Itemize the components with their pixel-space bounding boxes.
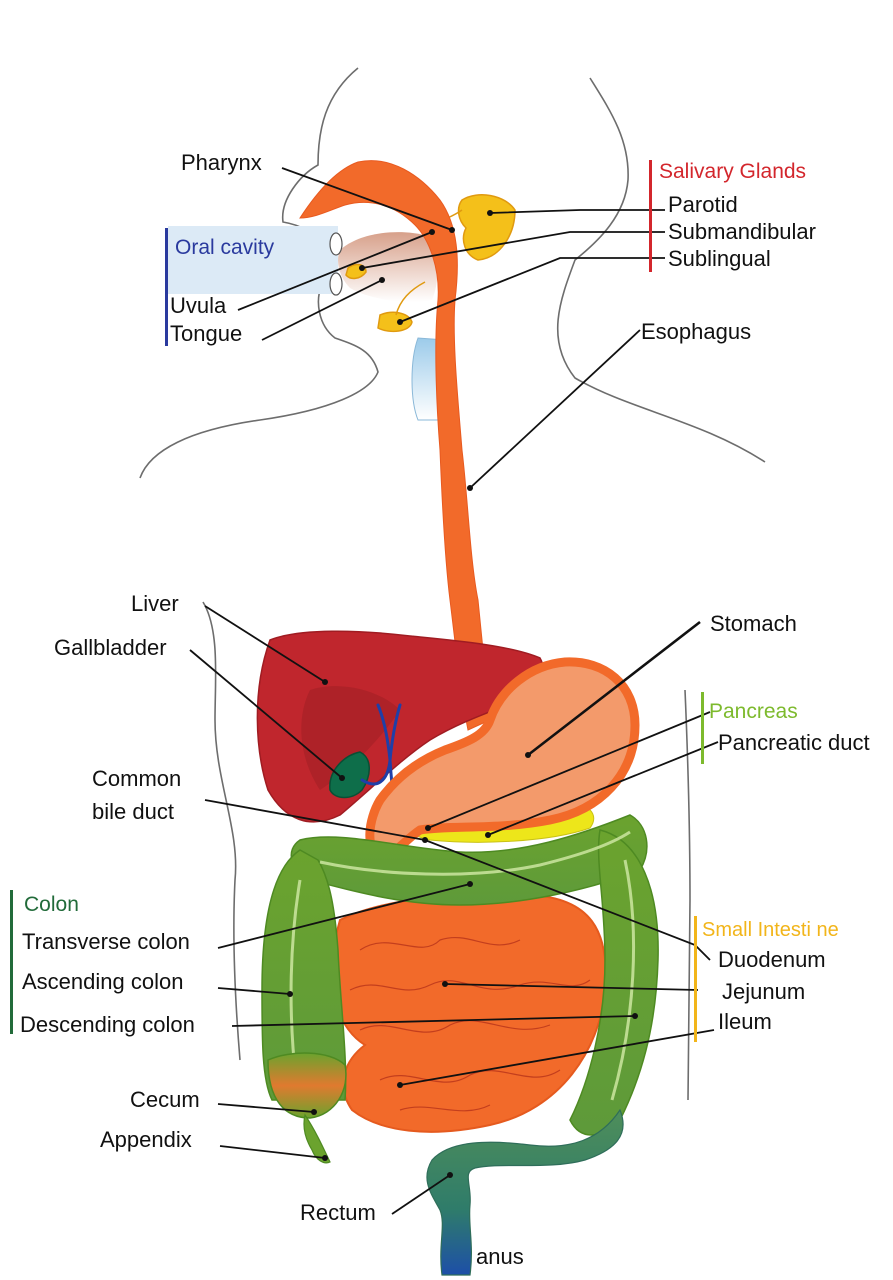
common-bile-duct-label-line1: Common <box>92 766 182 791</box>
stomach-label: Stomach <box>710 611 797 636</box>
liver-label: Liver <box>131 591 179 616</box>
tongue-label: Tongue <box>170 321 243 346</box>
jejunum-label: Jejunum <box>722 979 806 1004</box>
pancreatic-duct-label: Pancreatic duct <box>718 730 870 755</box>
ascending-colon-label: Ascending colon <box>22 969 184 994</box>
oral-cavity-group-bar <box>165 228 168 346</box>
transverse-colon-label: Transverse colon <box>22 929 190 954</box>
pharynx-label: Pharynx <box>181 150 262 175</box>
colon-group-label: Colon <box>24 893 79 916</box>
ileum-label: Ileum <box>718 1009 772 1034</box>
gallbladder <box>329 751 370 799</box>
leader-dots <box>287 210 638 1178</box>
small-intestine <box>329 892 607 1133</box>
salivary-group-bar <box>649 160 652 272</box>
cecum-label: Cecum <box>130 1087 200 1112</box>
small-intestine-group-bar <box>694 916 697 1042</box>
parotid-label: Parotid <box>668 192 738 217</box>
pancreas-group-bar <box>701 692 704 764</box>
pancreas-group-label: Pancreas <box>709 700 798 723</box>
anus-label: anus <box>476 1244 524 1269</box>
descending-colon-label: Descending colon <box>20 1012 195 1037</box>
small-intestine-group-label: Small Intesti ne <box>702 919 839 941</box>
stomach <box>365 657 640 863</box>
submandibular-label: Submandibular <box>668 219 816 244</box>
colon-group-bar <box>10 890 13 1034</box>
submandibular-gland <box>377 311 413 333</box>
common-bile-duct-label-line2: bile duct <box>92 799 174 824</box>
leader-lines <box>189 167 719 1215</box>
lower-lip <box>329 272 343 296</box>
gallbladder-label: Gallbladder <box>54 635 167 660</box>
tongue <box>338 232 438 302</box>
esophagus-label: Esophagus <box>641 319 752 344</box>
appendix <box>303 1113 331 1164</box>
sigmoid-rectum <box>426 1108 624 1276</box>
rectum-label: Rectum <box>300 1200 376 1225</box>
duodenum-label: Duodenum <box>718 947 826 972</box>
uvula-label: Uvula <box>170 293 227 318</box>
appendix-label: Appendix <box>100 1127 192 1152</box>
oral-cavity-group-label: Oral cavity <box>175 236 275 259</box>
salivary-glands-group-label: Salivary Glands <box>659 160 807 183</box>
small-intestine-folds <box>349 937 591 1112</box>
oral-cavity-region <box>168 226 338 294</box>
sublingual-label: Sublingual <box>668 246 771 271</box>
cecum <box>267 1052 347 1119</box>
upper-lip <box>329 232 343 256</box>
